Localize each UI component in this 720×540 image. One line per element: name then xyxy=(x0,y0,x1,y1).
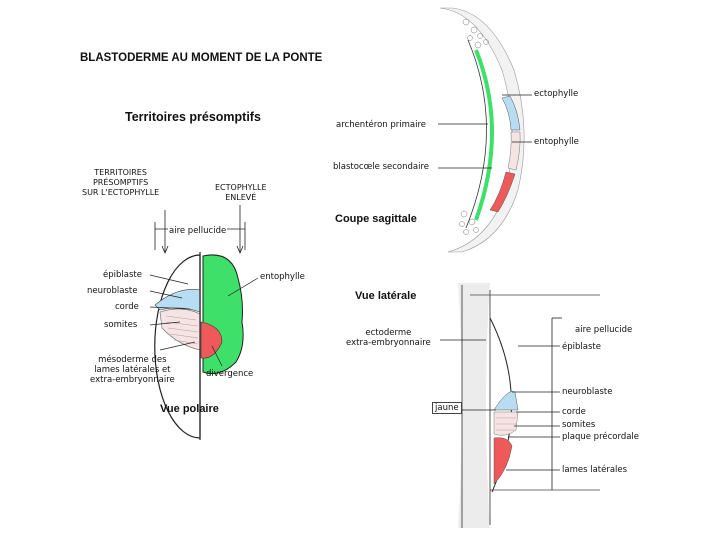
polar-neuroblaste-label: neuroblaste xyxy=(87,286,138,296)
lateral-caption: Vue latérale xyxy=(355,290,417,302)
sagittal-archenteron-label: archentéron primaire xyxy=(336,120,426,130)
lateral-neuroblaste-label: neuroblaste xyxy=(562,387,613,397)
lateral-ectoderme-label: ectoderme extra-embryonnaire xyxy=(346,328,431,348)
polar-divergence-region xyxy=(200,321,223,359)
page-title: BLASTODERME AU MOMENT DE LA PONTE xyxy=(80,52,323,64)
polar-left-header: TERRITOIRES PRÉSOMPTIFS SUR L'ECTOPHYLLE xyxy=(82,168,160,197)
lateral-plaque-label: plaque précordale xyxy=(562,432,640,442)
sagittal-entophylle-label: entophylle xyxy=(534,137,579,147)
lateral-corde-label: corde xyxy=(562,407,586,417)
polar-divergence-label: divergence xyxy=(206,369,254,379)
sagittal-blastocoele-label: blastocœle secondaire xyxy=(333,162,430,172)
polar-caption: Vue polaire xyxy=(160,403,219,415)
polar-aire-pellucide-label: aire pellucide xyxy=(168,226,228,236)
lateral-lames-laterales xyxy=(493,437,513,485)
lateral-neuroblaste xyxy=(493,391,519,411)
lateral-lames-label: lames latérales xyxy=(562,465,628,475)
sagittal-ectophylle-blue xyxy=(501,95,521,131)
polar-right-header: ECTOPHYLLE ENLEVÉ xyxy=(215,183,267,202)
lateral-view xyxy=(432,283,600,528)
polar-epiblaste-label: épiblaste xyxy=(103,270,142,280)
lateral-aire-pellucide-label: aire pellucide xyxy=(575,325,633,335)
sagittal-red xyxy=(489,171,516,213)
polar-corde-label: corde xyxy=(115,302,139,312)
sagittal-view xyxy=(438,7,532,253)
polar-entophylle-label: entophylle xyxy=(260,272,305,282)
lateral-somites-label: somites xyxy=(562,420,596,430)
lateral-jaune-label: jaune xyxy=(432,402,462,414)
sagittal-caption: Coupe sagittale xyxy=(335,213,417,225)
polar-mesoderme-label: mésoderme des lames latérales et extra-e… xyxy=(90,355,175,385)
sagittal-ectophylle-label: ectophylle xyxy=(534,89,579,99)
polar-view xyxy=(149,205,259,440)
lateral-epiblaste-label: épiblaste xyxy=(562,342,601,352)
polar-somites-label: somites xyxy=(104,320,138,330)
sagittal-entophylle xyxy=(474,49,494,221)
page-subtitle: Territoires présomptifs xyxy=(125,110,261,124)
